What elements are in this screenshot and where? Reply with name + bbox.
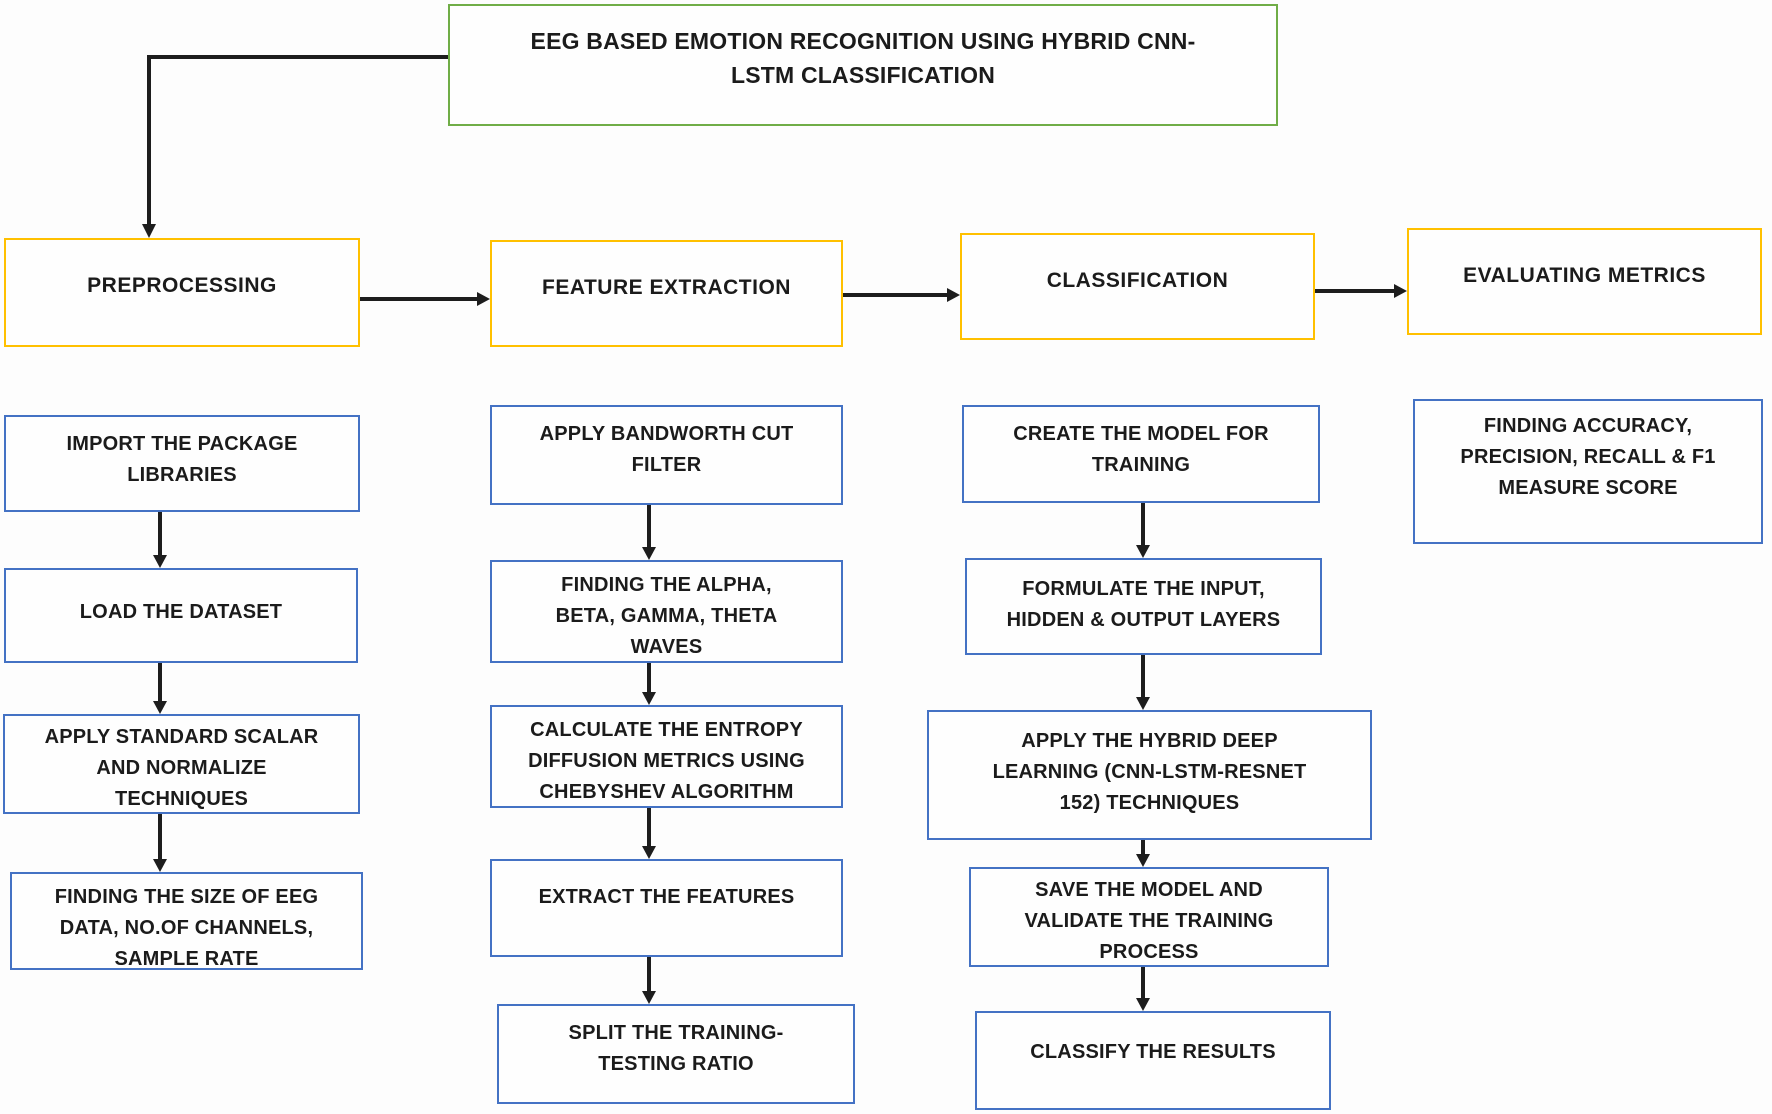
stage-classification: CLASSIFICATION bbox=[960, 233, 1315, 340]
step-create-model-for-training: CREATE THE MODEL FOR TRAINING bbox=[962, 405, 1320, 503]
step-bandworth-cut-filter: APPLY BANDWORTH CUT FILTER bbox=[490, 405, 843, 505]
step-hybrid-cnn-lstm-resnet: APPLY THE HYBRID DEEP LEARNING (CNN-LSTM… bbox=[927, 710, 1372, 840]
step-finding-size-channels-rate: FINDING THE SIZE OF EEG DATA, NO.OF CHAN… bbox=[10, 872, 363, 970]
arrow-classification-to-evaluating-metrics bbox=[1315, 284, 1407, 298]
arrow-standard-scalar-to-finding-size bbox=[153, 814, 167, 872]
step-import-package-libraries: IMPORT THE PACKAGE LIBRARIES bbox=[4, 415, 360, 512]
step-accuracy-precision-recall-f1: FINDING ACCURACY, PRECISION, RECALL & F1… bbox=[1413, 399, 1763, 544]
stage-preprocessing: PREPROCESSING bbox=[4, 238, 360, 347]
diagram-title: EEG BASED EMOTION RECOGNITION USING HYBR… bbox=[448, 4, 1278, 126]
arrow-preprocessing-to-feature-extraction bbox=[360, 292, 490, 306]
arrow-entropy-metrics-to-extract-features bbox=[642, 808, 656, 859]
arrow-feature-extraction-to-classification bbox=[843, 288, 960, 302]
arrow-create-model-to-formulate-layers bbox=[1136, 503, 1150, 558]
arrow-formulate-layers-to-hybrid-learning bbox=[1136, 655, 1150, 710]
step-load-dataset: LOAD THE DATASET bbox=[4, 568, 358, 663]
step-alpha-beta-gamma-theta-waves: FINDING THE ALPHA, BETA, GAMMA, THETA WA… bbox=[490, 560, 843, 663]
stage-feature-extraction: FEATURE EXTRACTION bbox=[490, 240, 843, 347]
step-save-model-validate-training: SAVE THE MODEL AND VALIDATE THE TRAINING… bbox=[969, 867, 1329, 967]
step-split-training-testing-ratio: SPLIT THE TRAINING- TESTING RATIO bbox=[497, 1004, 855, 1104]
arrow-load-dataset-to-standard-scalar bbox=[153, 663, 167, 714]
arrow-save-model-to-classify-results bbox=[1136, 967, 1150, 1011]
step-standard-scalar-normalize: APPLY STANDARD SCALAR AND NORMALIZE TECH… bbox=[3, 714, 360, 814]
step-entropy-diffusion-chebyshev: CALCULATE THE ENTROPY DIFFUSION METRICS … bbox=[490, 705, 843, 808]
step-formulate-input-hidden-output: FORMULATE THE INPUT, HIDDEN & OUTPUT LAY… bbox=[965, 558, 1322, 655]
arrow-title-to-preprocessing bbox=[142, 55, 448, 238]
step-extract-features: EXTRACT THE FEATURES bbox=[490, 859, 843, 957]
arrow-waves-to-entropy-metrics bbox=[642, 663, 656, 705]
arrow-import-libraries-to-load-dataset bbox=[153, 512, 167, 568]
stage-evaluating-metrics: EVALUATING METRICS bbox=[1407, 228, 1762, 335]
arrow-bandworth-filter-to-waves bbox=[642, 505, 656, 560]
arrow-extract-features-to-split-ratio bbox=[642, 957, 656, 1004]
arrow-hybrid-learning-to-save-model bbox=[1136, 840, 1150, 867]
step-classify-results: CLASSIFY THE RESULTS bbox=[975, 1011, 1331, 1110]
